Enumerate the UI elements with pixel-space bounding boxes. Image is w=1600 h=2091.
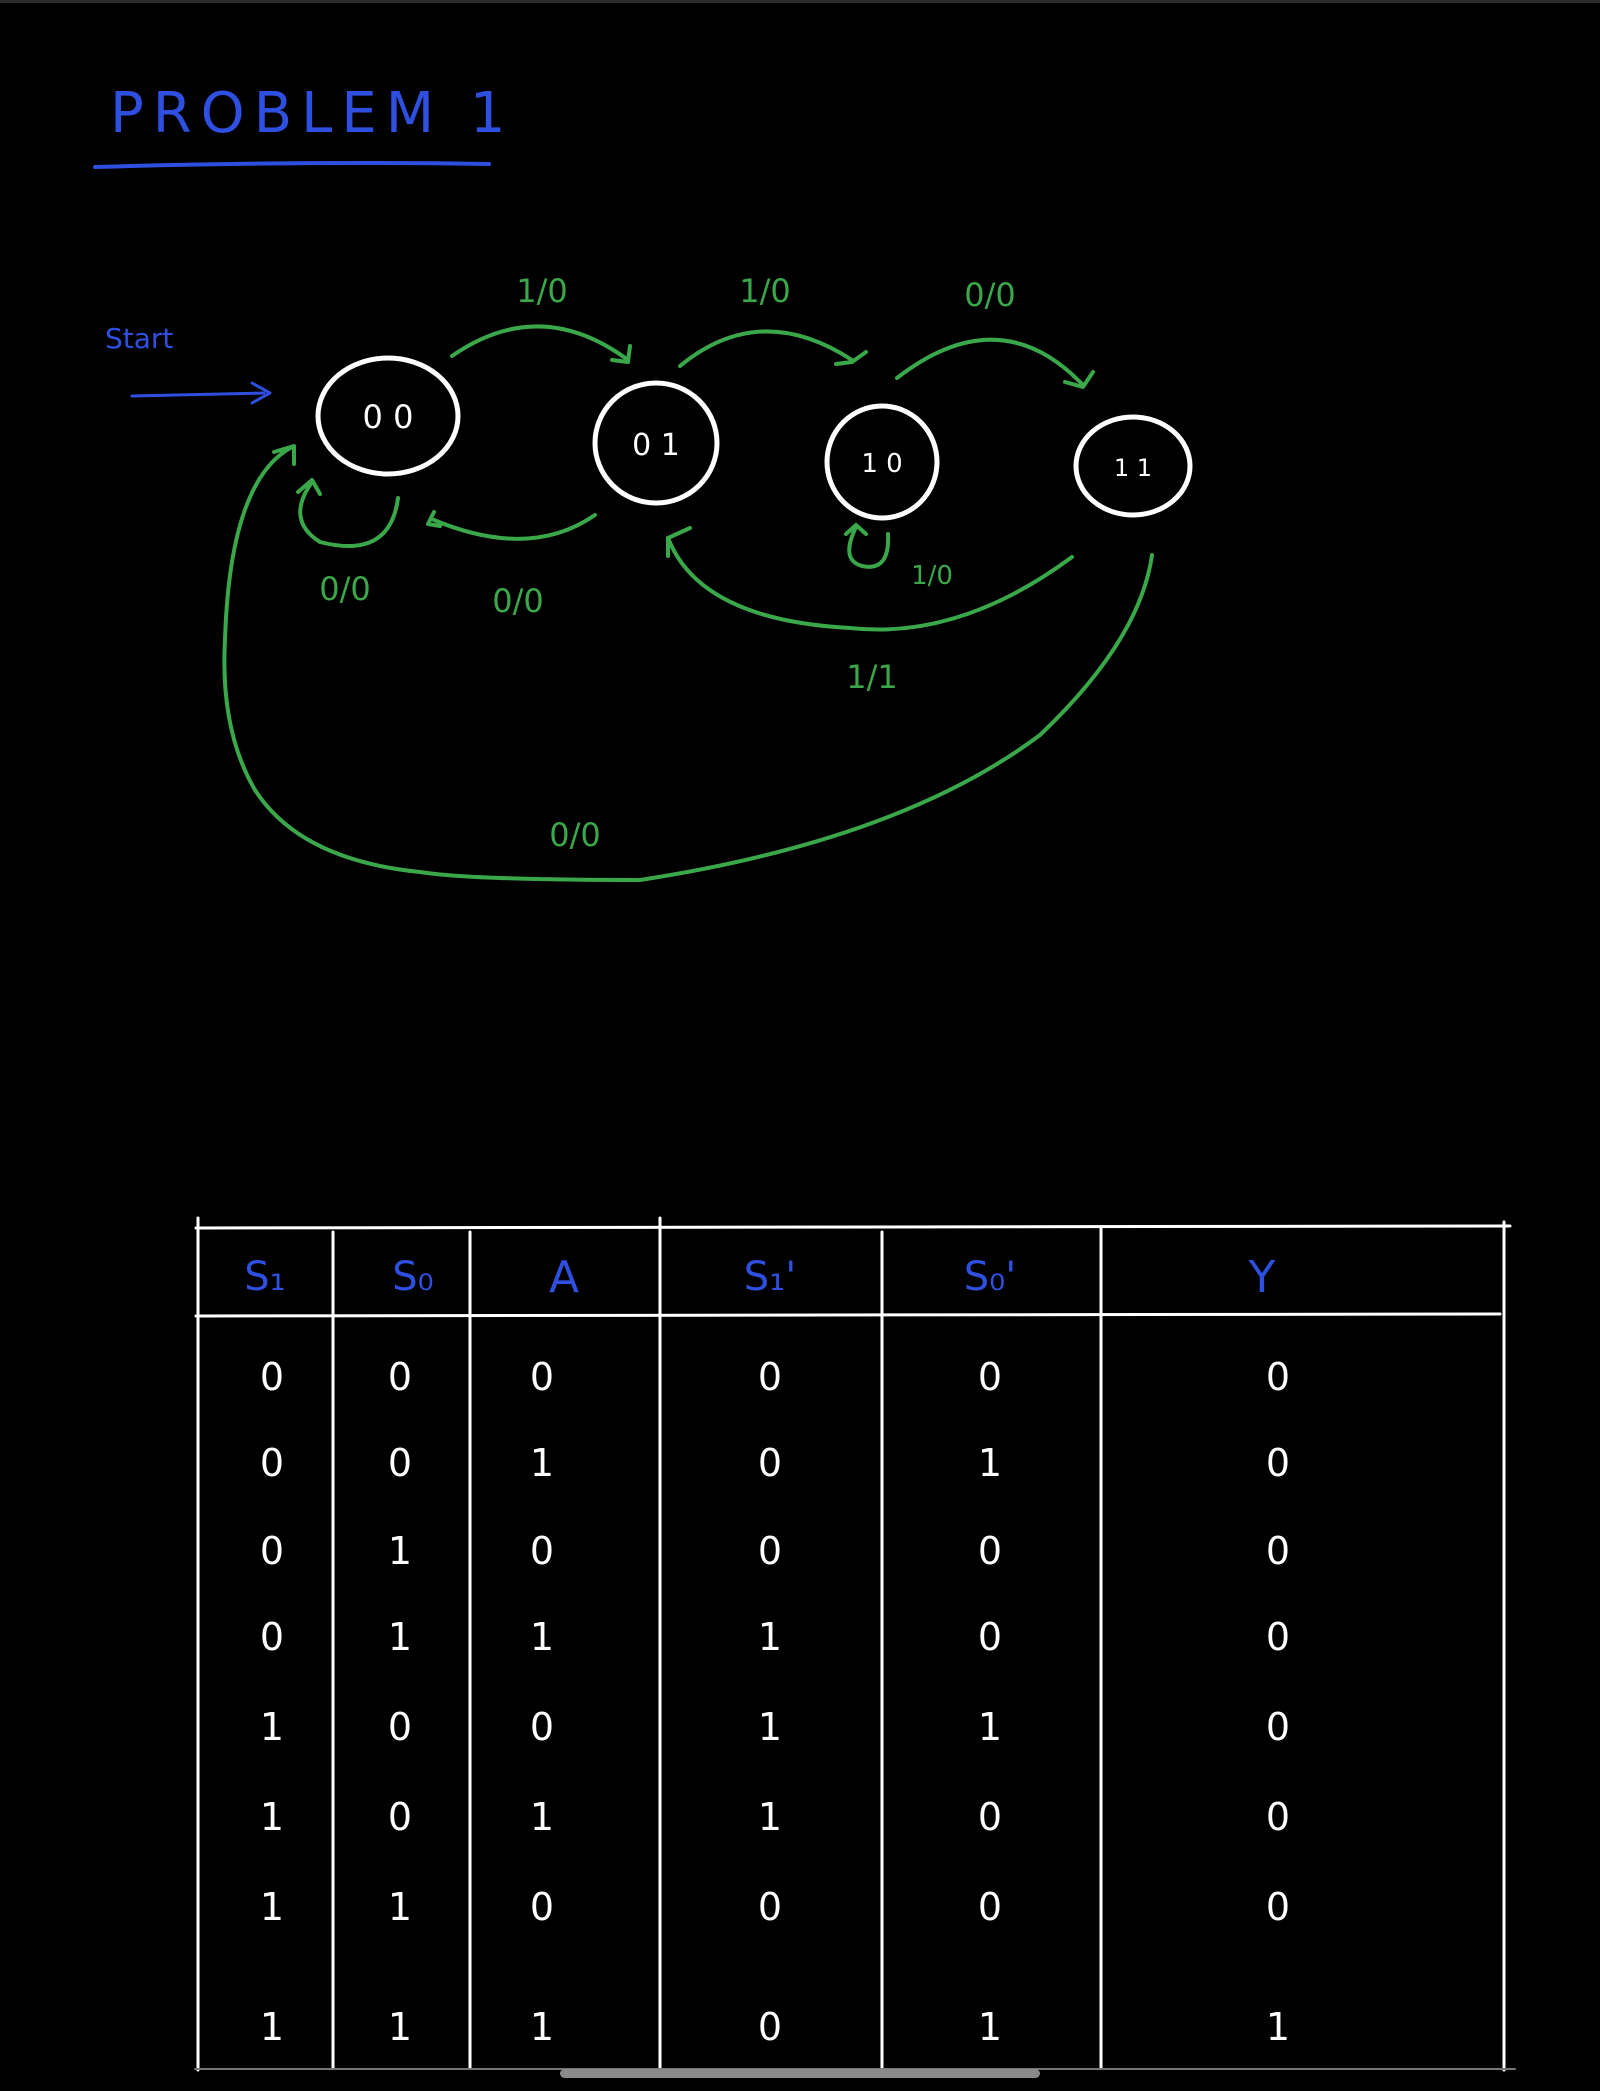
transition-label-11-01: 1/1 [846,658,898,696]
cell-s1-next: 0 [758,1529,782,1573]
cell-s0: 1 [388,1885,412,1929]
transition-label-00-01: 1/0 [516,272,568,310]
header-s0: S₀ [392,1254,433,1300]
table-row: 1 0 1 1 0 0 [260,1795,1290,1839]
cell-a: 0 [530,1529,554,1573]
transition-label-01-10: 1/0 [739,272,791,310]
transition-00-to-01 [450,324,632,364]
cell-a: 0 [530,1355,554,1399]
transition-label-01-00: 0/0 [492,582,544,620]
cell-s0: 0 [388,1795,412,1839]
header-s0-next: S₀' [964,1254,1016,1300]
cell-a: 0 [530,1885,554,1929]
transition-10-to-11 [895,337,1095,389]
cell-s1: 1 [260,2005,284,2049]
cell-s1-next: 1 [758,1795,782,1839]
cell-y: 0 [1266,1615,1290,1659]
start-arrow [130,381,272,405]
cell-a: 1 [530,2005,554,2049]
cell-a: 1 [530,1441,554,1485]
title-underline [93,161,491,169]
cell-a: 1 [530,1795,554,1839]
cell-y: 0 [1266,1355,1290,1399]
cell-s0: 0 [388,1705,412,1749]
cell-y: 0 [1266,1529,1290,1573]
transition-01-to-00 [426,510,597,541]
header-a: A [549,1252,579,1303]
state-01: 0 1 [592,380,720,506]
cell-s1-next: 0 [758,1885,782,1929]
state-00: 0 0 [315,355,461,477]
truth-table-grid [194,1216,1516,2072]
header-y: Y [1248,1252,1276,1303]
cell-s1: 0 [260,1615,284,1659]
table-row: 1 0 0 1 1 0 [260,1705,1290,1749]
header-s1: S₁ [244,1254,285,1300]
cell-s1-next: 1 [758,1615,782,1659]
cell-y: 1 [1266,2005,1290,2049]
state-11: 1 1 [1073,414,1193,518]
state-01-label: 0 1 [632,428,680,463]
cell-s0-next: 1 [978,1441,1002,1485]
cell-y: 0 [1266,1441,1290,1485]
start-label: Start [105,322,173,355]
cell-s1-next: 0 [758,1441,782,1485]
cell-s0: 0 [388,1355,412,1399]
table-row: 0 0 1 0 1 0 [260,1441,1290,1485]
cell-s0-next: 0 [978,1795,1002,1839]
cell-s1: 0 [260,1441,284,1485]
cell-s1: 1 [260,1885,284,1929]
table-row: 0 1 1 1 0 0 [260,1615,1290,1659]
page-title: PROBLEM 1 [110,81,515,146]
cell-s0-next: 1 [978,2005,1002,2049]
transition-00-self-loop [296,478,400,548]
cell-s0-next: 0 [978,1355,1002,1399]
cell-s1-next: 1 [758,1705,782,1749]
cell-y: 0 [1266,1885,1290,1929]
table-row: 1 1 1 0 1 1 [260,2005,1290,2049]
cell-s0-next: 0 [978,1529,1002,1573]
top-edge-bar [0,0,1600,3]
transition-11-to-00 [222,444,1154,882]
transition-label-10-11: 0/0 [964,276,1016,314]
transition-10-self-loop [844,523,891,569]
state-00-label: 0 0 [363,398,414,436]
cell-a: 1 [530,1615,554,1659]
cell-a: 0 [530,1705,554,1749]
state-10: 1 0 [824,403,940,521]
cell-y: 0 [1266,1705,1290,1749]
cell-s1-next: 0 [758,2005,782,2049]
table-row: 0 1 0 0 0 0 [260,1529,1290,1573]
cell-s0: 1 [388,1615,412,1659]
state-10-label: 1 0 [861,449,902,479]
state-11-label: 1 1 [1114,454,1152,482]
transition-label-00-self: 0/0 [319,570,371,608]
horizontal-scrollbar[interactable] [560,2069,1040,2078]
transition-01-to-10 [678,329,868,368]
cell-y: 0 [1266,1795,1290,1839]
header-s1-next: S₁' [744,1254,796,1300]
table-row: 0 0 0 0 0 0 [260,1355,1290,1399]
cell-s1: 1 [260,1705,284,1749]
table-row: 1 1 0 0 0 0 [260,1885,1290,1929]
cell-s1: 1 [260,1795,284,1839]
cell-s0: 0 [388,1441,412,1485]
cell-s1-next: 0 [758,1355,782,1399]
transition-label-10-self: 1/0 [911,561,953,591]
cell-s1: 0 [260,1529,284,1573]
cell-s0: 1 [388,1529,412,1573]
cell-s0: 1 [388,2005,412,2049]
cell-s0-next: 1 [978,1705,1002,1749]
transition-label-11-00: 0/0 [549,816,601,854]
cell-s0-next: 0 [978,1885,1002,1929]
cell-s1: 0 [260,1355,284,1399]
transition-11-to-01 [666,526,1074,632]
cell-s0-next: 0 [978,1615,1002,1659]
